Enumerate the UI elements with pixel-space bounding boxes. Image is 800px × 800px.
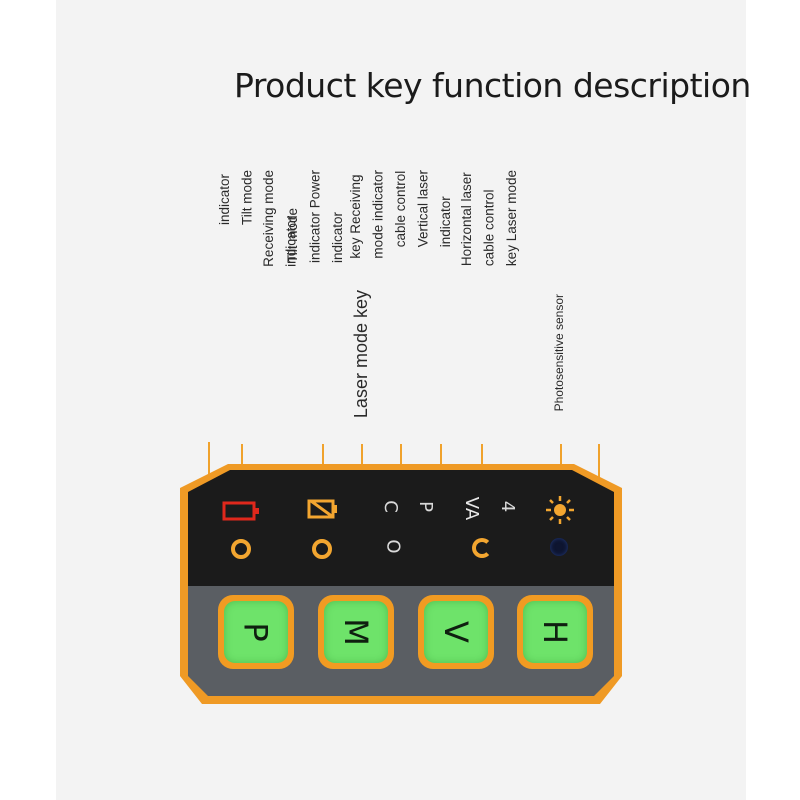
m-key[interactable]: M [318,595,394,669]
mark-o: O [382,539,404,554]
battery-icon [222,501,259,521]
sun-icon [546,496,574,524]
h-key-label: H [536,619,574,645]
mark-c: C [379,500,401,513]
page-title: Product key function description [234,66,751,105]
tilt-led [231,539,251,559]
indicator-area [188,470,614,586]
tilt-icon [307,499,337,519]
m-key-label: M [336,618,375,646]
horizontal-led [472,538,492,558]
tilt-indicator-label: indicator Tilt mode [217,170,255,226]
h-key[interactable]: H [517,595,593,669]
mark-4: 4 [497,500,519,513]
photosensitive-sensor [550,538,568,556]
vertical-laser-label: cable control Vertical laser indicator [393,170,453,248]
mark-p: P [414,501,436,512]
power-indicator-label: Tilt mode indicator Power indicator [285,170,345,264]
power-led [312,539,332,559]
p-key-label: P [236,622,275,642]
receiving-key-label: key Receiving mode indicator [348,170,386,259]
horizontal-laser-label: Horizontal laser cable control key Laser… [459,170,519,267]
laser-mode-key-label: Laser mode key [351,290,371,419]
p-key[interactable]: P [218,595,294,669]
mark-va: VA [461,496,483,521]
photosensor-label: Photosensitive sensor [552,294,566,412]
v-key[interactable]: V [418,595,494,669]
v-key-label: V [436,621,475,643]
